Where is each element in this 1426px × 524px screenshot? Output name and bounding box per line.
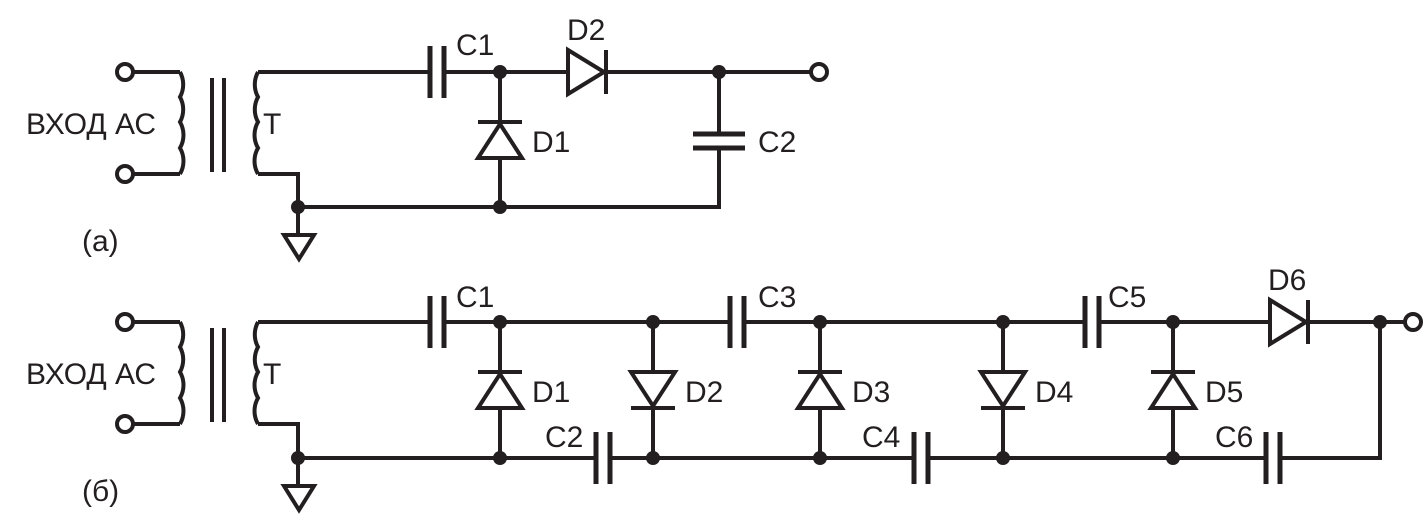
junction-dot (646, 451, 660, 465)
output-terminal (1403, 312, 1423, 332)
label-d2: D2 (685, 376, 723, 409)
input-label: ВХОД АС (26, 108, 156, 141)
input-terminal-top (115, 312, 135, 332)
label-c2: C2 (545, 421, 583, 454)
junction-dot (813, 451, 827, 465)
input-terminal-bottom (115, 414, 135, 434)
transformer-label: T (263, 358, 281, 391)
ground-symbol (280, 233, 318, 263)
junction-dot (646, 315, 660, 329)
caption-a: (а) (82, 225, 119, 258)
circuit-b: ВХОД АС T C1 C3 C5 D6 D1 D2 D3 D4 D5 C2 … (26, 264, 1423, 514)
secondary-winding (252, 321, 261, 425)
input-label: ВХОД АС (26, 358, 156, 391)
label-d3: D3 (852, 376, 890, 409)
wire (1282, 322, 1382, 460)
label-c4: C4 (862, 421, 900, 454)
input-terminal-top (115, 62, 135, 82)
label-c1: C1 (456, 29, 494, 62)
junction-dot (493, 200, 507, 214)
junction-dot (493, 315, 507, 329)
diode-d5 (1147, 370, 1199, 410)
circuit-a: ВХОД АС T C1 D2 D1 C2 (а) (26, 14, 829, 263)
junction-dot (996, 451, 1010, 465)
junction-dot (1373, 315, 1387, 329)
caption-b: (б) (82, 475, 119, 508)
transformer-t (177, 321, 261, 425)
primary-winding (177, 71, 186, 175)
primary-winding (177, 321, 186, 425)
junction-dot (291, 200, 305, 214)
label-c6: C6 (1215, 421, 1253, 454)
label-c5: C5 (1108, 281, 1146, 314)
junction-dot (712, 65, 726, 79)
diode-d6 (1268, 296, 1310, 348)
label-d1: D1 (532, 376, 570, 409)
diode-d2 (566, 46, 608, 98)
junction-dot (813, 315, 827, 329)
diode-d4 (977, 370, 1029, 410)
label-c2: C2 (758, 126, 796, 159)
junction-dot (996, 315, 1010, 329)
diode-d1 (474, 370, 526, 410)
transformer-t (177, 71, 261, 175)
junction-dot (493, 451, 507, 465)
diode-d1 (474, 120, 526, 160)
diode-d3 (794, 370, 846, 410)
input-terminal-bottom (115, 164, 135, 184)
junction-dot (1166, 451, 1180, 465)
junction-dot (291, 451, 305, 465)
output-terminal (809, 62, 829, 82)
transformer-label: T (263, 108, 281, 141)
label-d1: D1 (532, 126, 570, 159)
junction-dot (1166, 315, 1180, 329)
label-d5: D5 (1205, 376, 1243, 409)
secondary-winding (252, 71, 261, 175)
wire (258, 422, 300, 458)
label-c1: C1 (456, 281, 494, 314)
wire (258, 172, 300, 207)
label-d6: D6 (1268, 264, 1306, 297)
ground-symbol (280, 484, 318, 514)
junction-dot (493, 65, 507, 79)
diode-d2 (627, 370, 679, 410)
label-d2: D2 (567, 14, 605, 47)
label-c3: C3 (758, 281, 796, 314)
label-d4: D4 (1035, 376, 1073, 409)
